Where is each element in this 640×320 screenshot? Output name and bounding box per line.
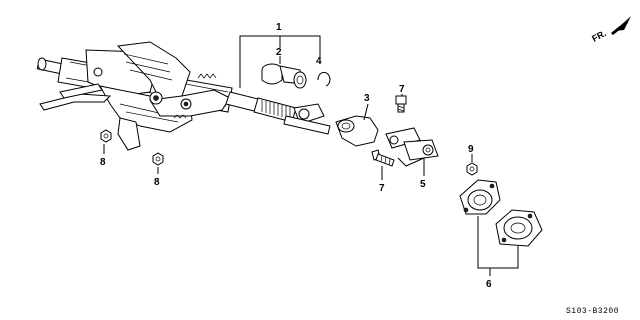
callout-8-b: 8 [154, 177, 160, 188]
callout-2: 2 [276, 47, 282, 58]
part-7-bolt-lower [371, 149, 395, 167]
part-8-nut-b [152, 152, 164, 166]
part-3-boot [335, 115, 379, 147]
front-direction-arrow: FR. [590, 16, 631, 44]
callout-4: 4 [316, 56, 322, 67]
callout-8-a: 8 [100, 157, 106, 168]
steering-column-assembly [36, 41, 233, 151]
callout-1: 1 [276, 22, 282, 33]
part-6-seal-lower [495, 209, 543, 247]
callout-3: 3 [364, 93, 370, 104]
diagram-code: S103-B3200 [566, 307, 619, 316]
part-6-seal-upper [459, 179, 501, 215]
callout-7-lower: 7 [379, 183, 385, 194]
part-4-clip [317, 71, 331, 87]
part-2-joint [261, 63, 307, 89]
callout-9: 9 [468, 144, 474, 155]
direction-label: FR. [590, 28, 607, 44]
callout-numbers: 1 2 3 4 5 6 7 7 8 8 9 [100, 22, 492, 290]
leader-lines [103, 35, 519, 276]
part-9-nut [466, 162, 478, 176]
callout-7-upper: 7 [399, 84, 405, 95]
part-7-bolt-upper [395, 95, 407, 113]
part-5-lower-joint [385, 127, 439, 161]
arrow-shaft [611, 20, 628, 36]
intermediate-shaft [225, 91, 331, 135]
callout-5: 5 [420, 179, 426, 190]
part-8-nut-a [100, 129, 112, 143]
callout-6: 6 [486, 279, 492, 290]
